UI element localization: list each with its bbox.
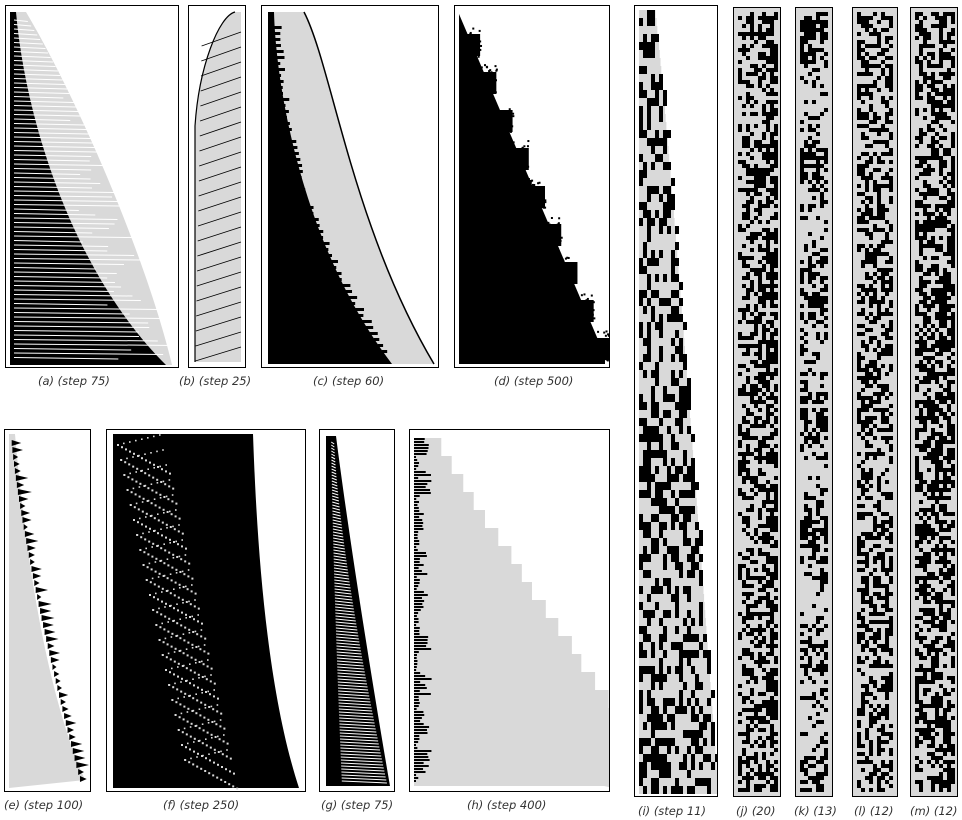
panel-j-pattern (734, 8, 780, 796)
panel-l-pattern (853, 8, 897, 796)
panel-a-pattern (10, 12, 175, 365)
caption-g: (g) (step 75) (321, 798, 394, 812)
panel-f (106, 429, 306, 792)
panel-k-pattern (796, 8, 832, 796)
panel-m (910, 7, 958, 797)
panel-c (261, 5, 439, 368)
caption-e: (e) (step 100) (4, 798, 84, 812)
caption-l: (l) (12) (854, 804, 894, 818)
panel-e-pattern (9, 434, 89, 788)
caption-h: (h) (step 400) (467, 798, 547, 812)
caption-i: (i) (step 11) (638, 804, 706, 818)
panel-h (409, 429, 610, 792)
panel-f-pattern (113, 434, 299, 790)
panel-e (4, 429, 91, 792)
caption-a: (a) (step 75) (38, 374, 110, 388)
panel-j (733, 7, 781, 797)
panel-g (319, 429, 395, 792)
panel-h-pattern (414, 438, 609, 787)
panel-d-pattern (459, 14, 609, 364)
panel-k (795, 7, 833, 797)
panel-c-pattern (268, 11, 435, 365)
panel-m-pattern (911, 8, 957, 796)
caption-j: (j) (20) (736, 804, 776, 818)
panel-d (454, 5, 610, 368)
panel-l (852, 7, 898, 797)
panel-b (188, 5, 246, 368)
panel-g-pattern (326, 436, 390, 786)
caption-m: (m) (12) (910, 804, 958, 818)
caption-d: (d) (step 500) (494, 374, 574, 388)
caption-k: (k) (13) (794, 804, 837, 818)
caption-b: (b) (step 25) (179, 374, 252, 388)
caption-f: (f) (step 250) (163, 798, 240, 812)
panel-i-pattern (639, 10, 717, 794)
panel-b-pattern (194, 11, 242, 362)
caption-c: (c) (step 60) (313, 374, 385, 388)
panel-a (5, 5, 179, 368)
panel-i (634, 5, 718, 797)
